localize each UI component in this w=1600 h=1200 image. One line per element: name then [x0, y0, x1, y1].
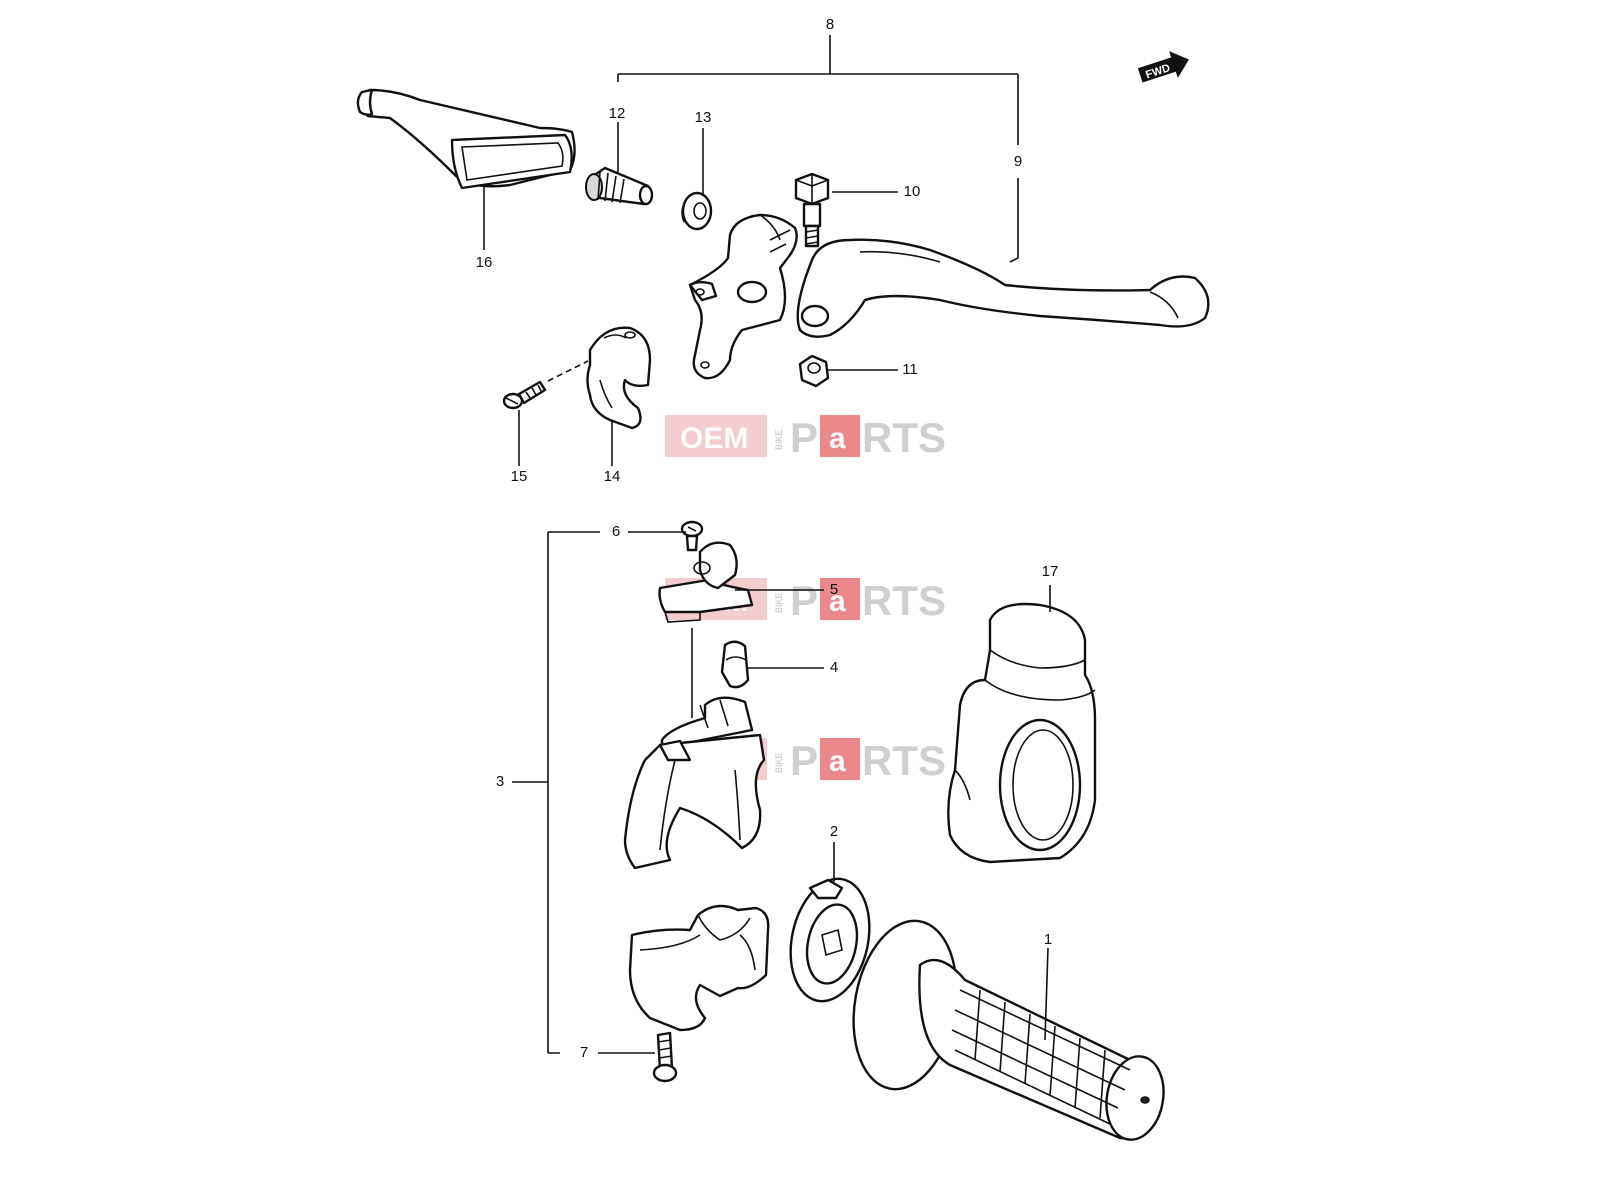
watermark-p-text: P	[790, 737, 818, 784]
dashed-assembly-line	[547, 360, 589, 382]
watermark-a-text: a	[829, 585, 846, 618]
switch-body-part	[623, 696, 766, 870]
locknut-part	[681, 191, 713, 231]
callout-14: 14	[604, 468, 621, 485]
callout-7: 7	[580, 1044, 588, 1061]
callout-1: 1	[1044, 931, 1052, 948]
grip-collar-part	[789, 877, 871, 1003]
holder-clamp-part	[586, 326, 652, 430]
switch-button-part	[720, 640, 750, 689]
handlebar-grip-part	[852, 919, 1165, 1141]
switch-screw-part	[680, 520, 704, 552]
watermark-a-text: a	[829, 422, 846, 455]
callout-9: 9	[1014, 153, 1022, 170]
watermark-rts-text: RTS	[862, 577, 946, 624]
watermark-p-text: P	[790, 577, 818, 624]
callout-4: 4	[830, 659, 838, 676]
callout-16: 16	[476, 254, 493, 271]
lever-nut-part	[798, 354, 830, 388]
pivot-bolt-part	[794, 172, 830, 248]
clamp-screw-part	[502, 380, 547, 410]
callout-15: 15	[511, 468, 528, 485]
watermark-bike-text: BIKE	[774, 752, 784, 773]
callout-8: 8	[826, 16, 834, 33]
callout-5: 5	[830, 581, 838, 598]
fwd-arrow-icon: FWD	[1137, 51, 1189, 83]
lever-holder-part	[688, 213, 798, 380]
watermark-1: OEM BIKE P a RTS	[665, 414, 946, 461]
watermark-oem-text: OEM	[680, 422, 748, 455]
callout-2: 2	[830, 823, 838, 840]
callout-3: 3	[496, 773, 504, 790]
watermark-bike-text: BIKE	[774, 429, 784, 450]
throttle-housing-part	[947, 602, 1097, 864]
switch-clamp-lower-part	[628, 904, 770, 1032]
watermark-a-text: a	[829, 745, 846, 778]
watermark-p-text: P	[790, 414, 818, 461]
clutch-lever-part	[796, 238, 1210, 338]
watermark-rts-text: RTS	[862, 414, 946, 461]
lower-screw-part	[652, 1031, 678, 1083]
callout-13: 13	[695, 109, 712, 126]
watermark-bike-text: BIKE	[774, 592, 784, 613]
lever-cover-part	[356, 88, 576, 190]
callout-11: 11	[902, 361, 918, 378]
callout-12: 12	[609, 105, 626, 122]
leader-lines	[483, 35, 1051, 1054]
callout-17: 17	[1042, 563, 1059, 580]
switch-cover-part	[658, 541, 754, 623]
watermark-rts-text: RTS	[862, 737, 946, 784]
callout-6: 6	[612, 523, 620, 540]
cable-adjuster-part	[585, 166, 654, 206]
callout-10: 10	[904, 183, 921, 200]
